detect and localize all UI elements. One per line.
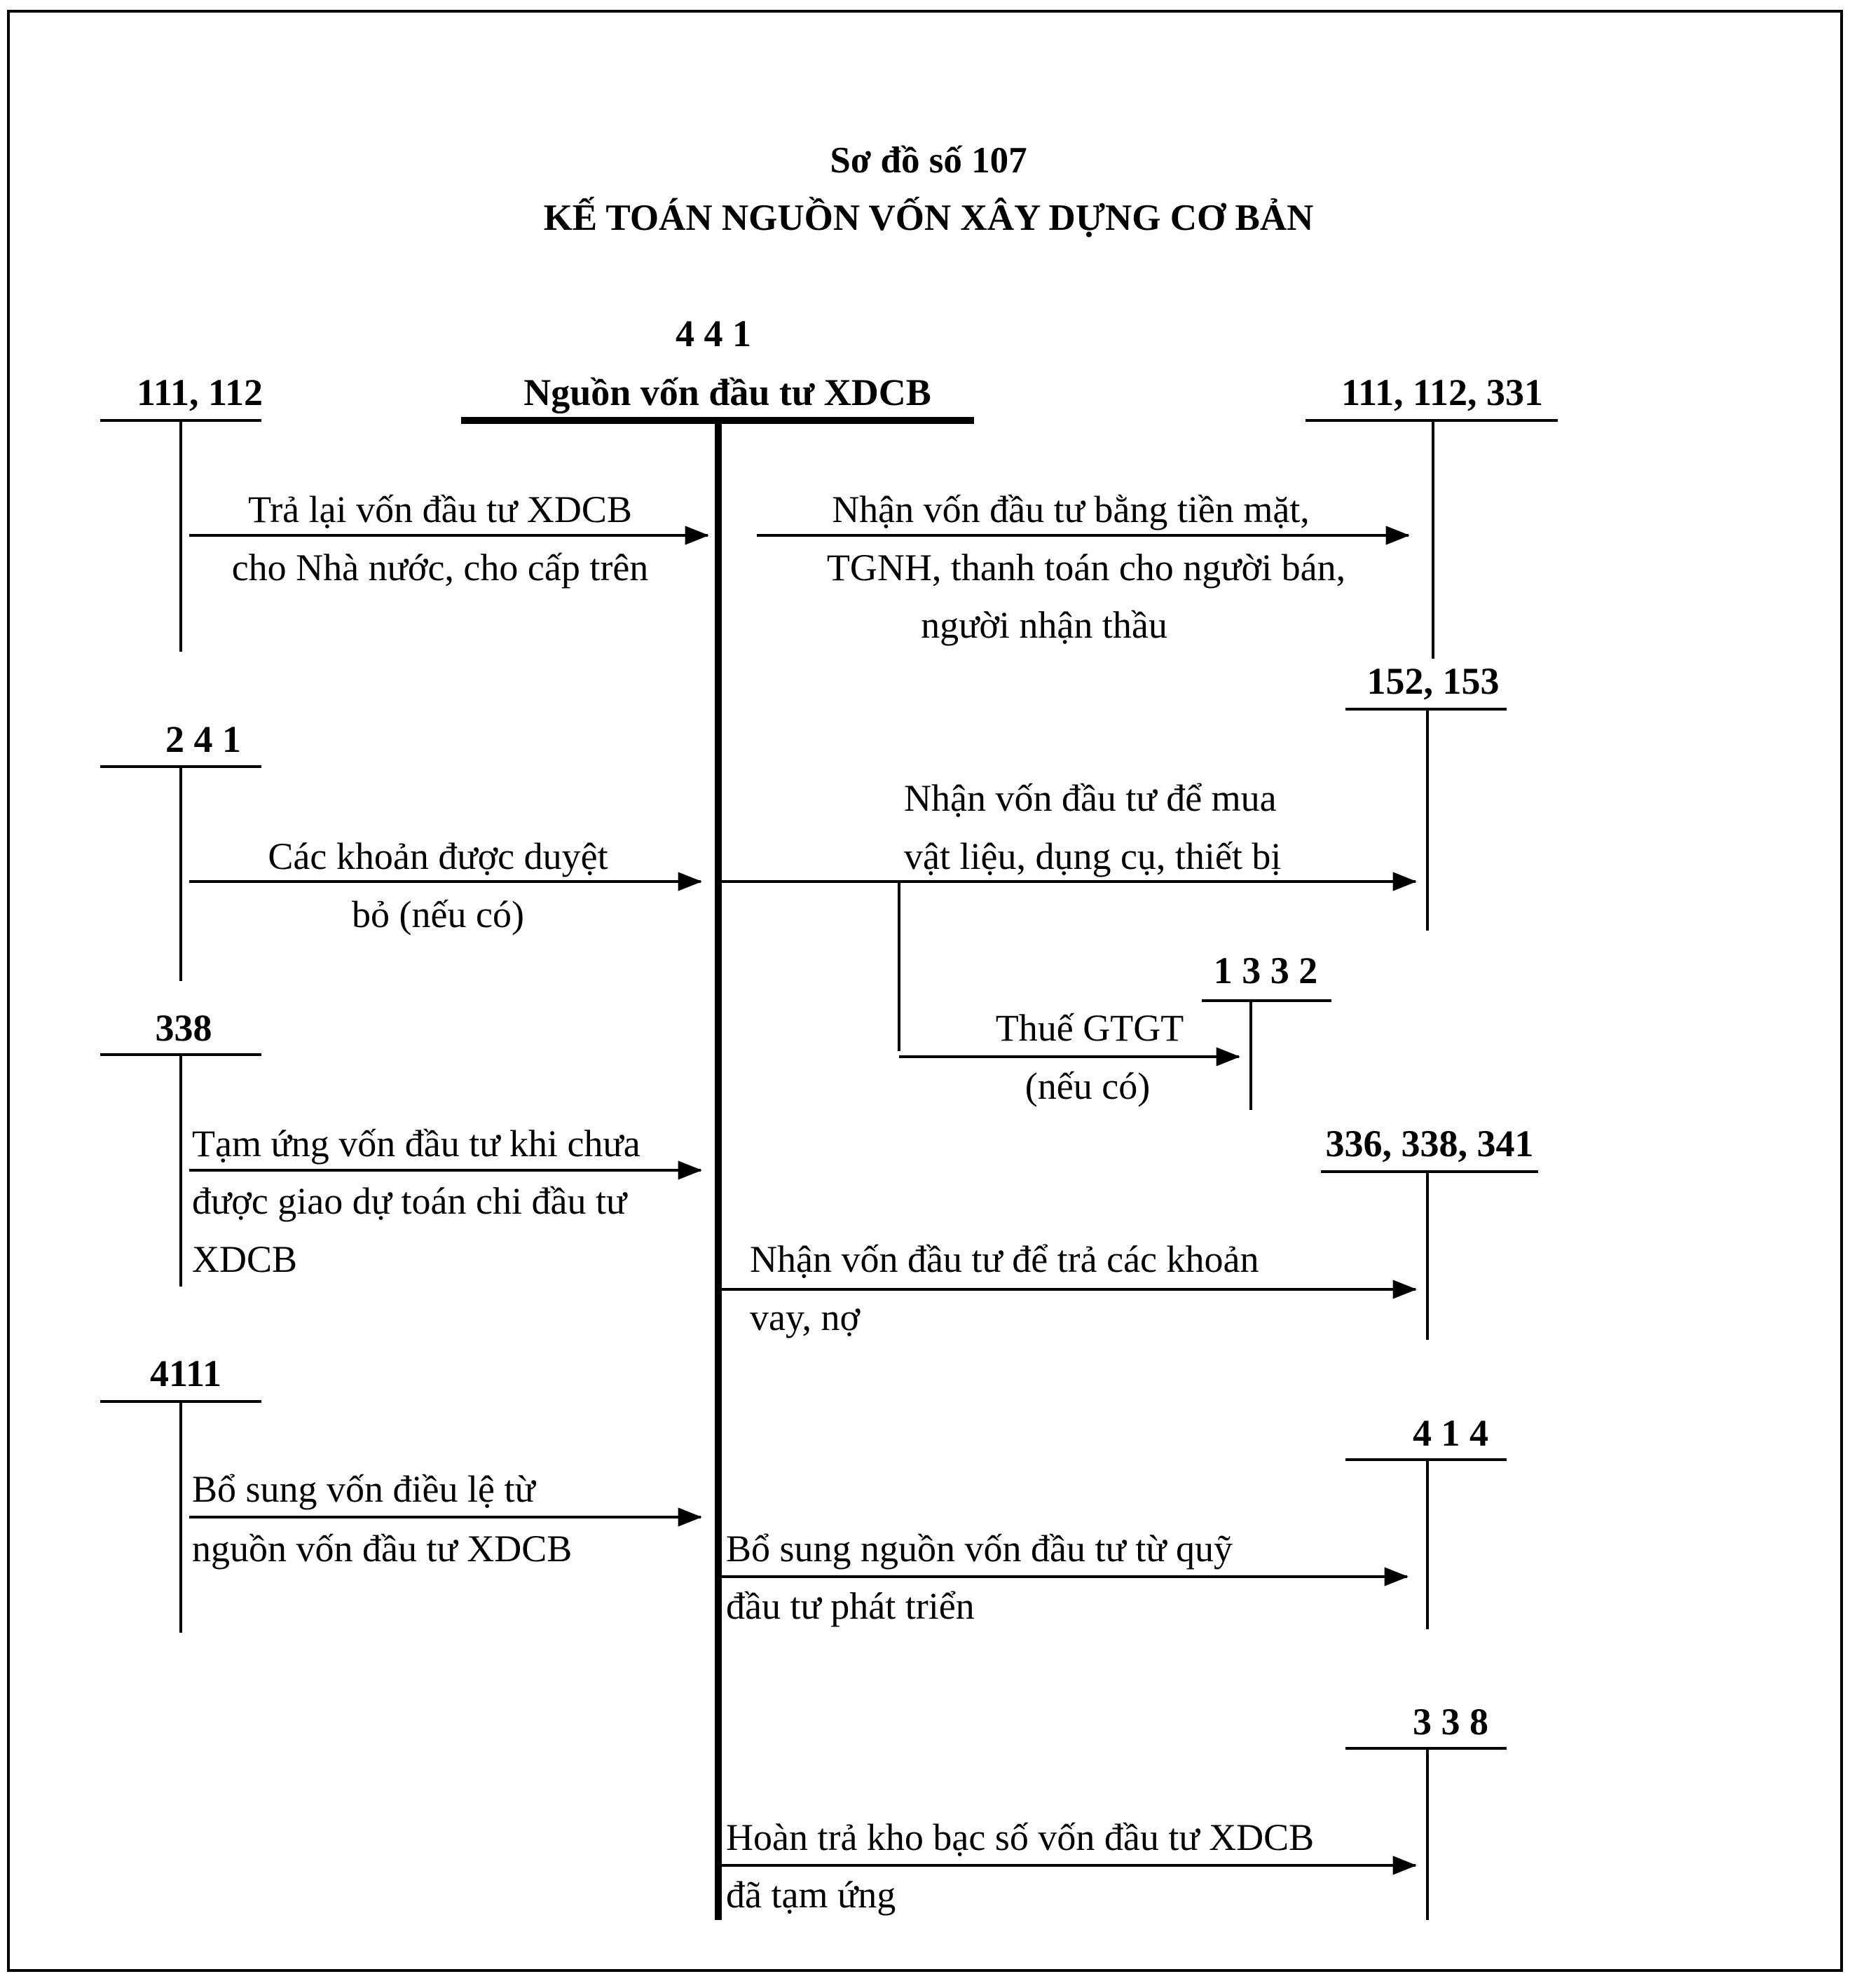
label-approved-writeoff-1: Các khoản được duyệt xyxy=(268,835,608,877)
left-account-code-338: 338 xyxy=(156,1007,212,1049)
right-account-code-1332: 1 3 3 2 xyxy=(1214,950,1318,992)
label-repay-loans-1: Nhận vốn đầu tư để trả các khoản xyxy=(750,1238,1259,1280)
right-account-code-414: 4 1 4 xyxy=(1413,1412,1488,1454)
left-account-code-111-112: 111, 112 xyxy=(137,371,263,413)
right-account-code-152-153: 152, 153 xyxy=(1367,660,1500,702)
label-repay-loans-2: vay, nợ xyxy=(750,1296,861,1338)
label-receive-cash-2: TGNH, thanh toán cho người bán, xyxy=(827,547,1345,589)
label-charter-capital-1: Bổ sung vốn điều lệ từ xyxy=(192,1468,536,1510)
label-advance-capital-3: XDCB xyxy=(192,1238,297,1280)
center-account-code: 4 4 1 xyxy=(676,313,751,355)
label-buy-materials-2: vật liệu, dụng cụ, thiết bị xyxy=(904,835,1281,877)
label-vat-2: (nếu có) xyxy=(1025,1065,1150,1107)
center-account-name: Nguồn vốn đầu tư XDCB xyxy=(523,371,931,413)
left-account-code-241: 2 4 1 xyxy=(165,718,241,760)
label-refund-treasury-1: Hoàn trả kho bạc số vốn đầu tư XDCB xyxy=(726,1816,1314,1858)
label-advance-capital-2: được giao dự toán chi đầu tư xyxy=(192,1180,628,1222)
right-account-code-111-112-331: 111, 112, 331 xyxy=(1341,371,1543,413)
label-approved-writeoff-2: bỏ (nếu có) xyxy=(352,893,524,935)
label-development-fund-2: đầu tư phát triển xyxy=(726,1585,975,1627)
right-account-code-336-338-341: 336, 338, 341 xyxy=(1326,1123,1534,1165)
label-return-capital-1: Trả lại vốn đầu tư XDCB xyxy=(248,488,632,530)
label-return-capital-2: cho Nhà nước, cho cấp trên xyxy=(232,547,649,589)
left-account-code-4111: 4111 xyxy=(150,1352,221,1394)
label-advance-capital-1: Tạm ứng vốn đầu tư khi chưa xyxy=(192,1123,640,1165)
label-development-fund-1: Bổ sung nguồn vốn đầu tư từ quỹ xyxy=(726,1528,1233,1570)
diagram-title-line2: KẾ TOÁN NGUỒN VỐN XÂY DỰNG CƠ BẢN xyxy=(544,196,1314,238)
diagram-frame xyxy=(7,10,1843,1972)
label-vat-1: Thuế GTGT xyxy=(996,1007,1184,1049)
label-receive-cash-3: người nhận thầu xyxy=(921,604,1167,646)
label-refund-treasury-2: đã tạm ứng xyxy=(726,1874,896,1916)
label-charter-capital-2: nguồn vốn đầu tư XDCB xyxy=(192,1528,572,1570)
label-receive-cash-1: Nhận vốn đầu tư bằng tiền mặt, xyxy=(832,488,1310,530)
diagram-title-line1: Sơ đồ số 107 xyxy=(830,140,1027,181)
right-account-code-338: 3 3 8 xyxy=(1413,1701,1488,1743)
label-buy-materials-1: Nhận vốn đầu tư để mua xyxy=(904,777,1277,819)
